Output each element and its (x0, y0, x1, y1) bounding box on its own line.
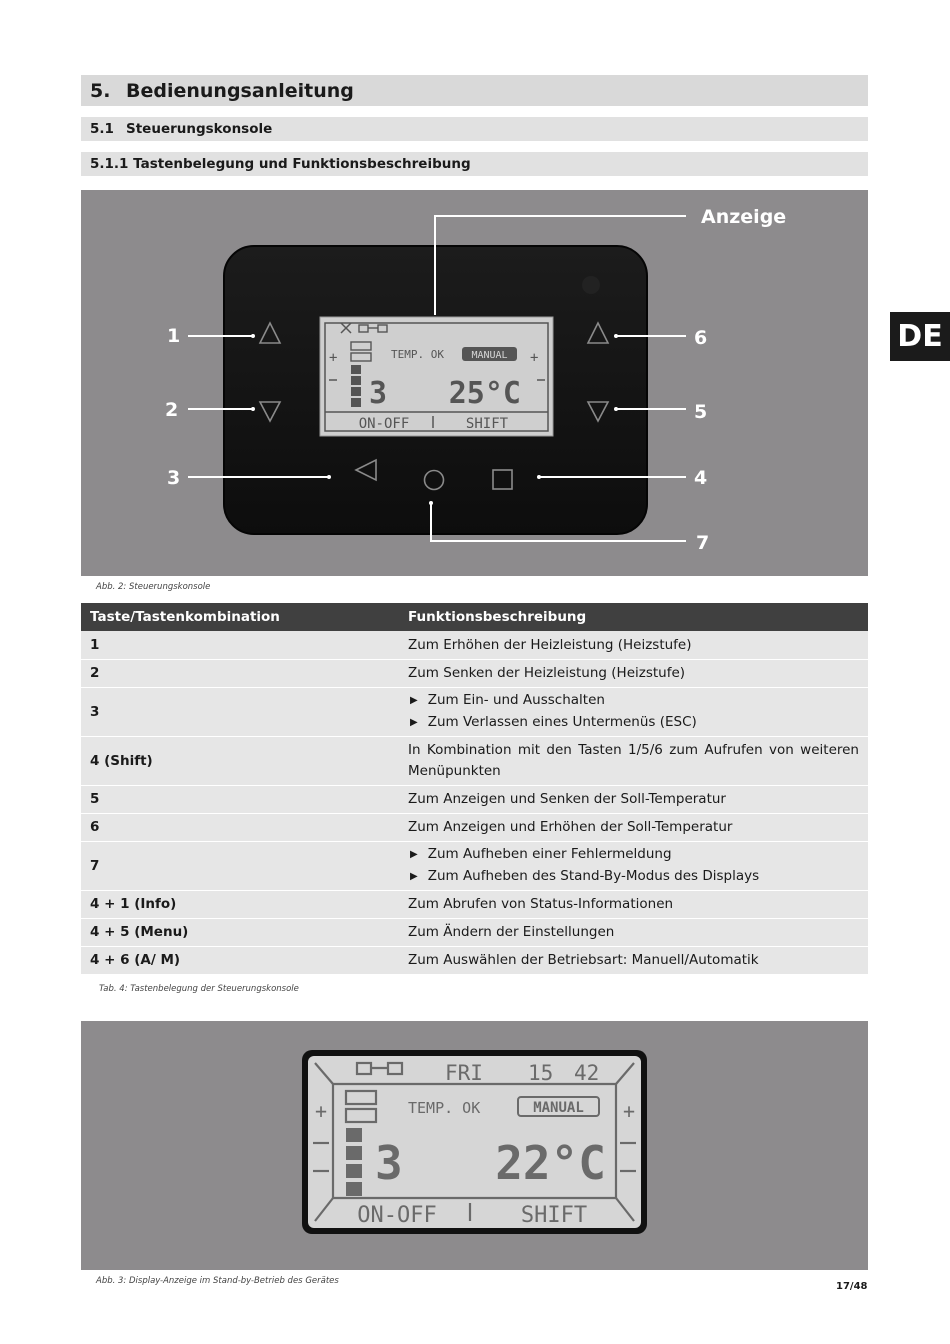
column-header-key: Taste/Tastenkombination (81, 603, 399, 631)
key-cell: 4 + 6 (A/ M) (81, 946, 399, 974)
key-cell: 5 (81, 785, 399, 814)
section-title: Bedienungsanleitung (126, 79, 354, 102)
lcd2-minute: 42 (574, 1061, 599, 1085)
lcd-screen (308, 1056, 641, 1228)
subsubsection-heading: 5.1.1 Tastenbelegung und Funktionsbeschr… (81, 152, 868, 176)
language-tab: DE (890, 312, 950, 361)
key-cell: 2 (81, 659, 399, 688)
lcd-level: 3 (369, 376, 387, 411)
function-cell: Zum Ändern der Einstellungen (399, 918, 868, 947)
table-row: 7 Zum Aufheben einer Fehlermeldung Zum A… (81, 841, 868, 891)
lcd2-plus-right: + (623, 1099, 635, 1123)
callout-7: 7 (696, 532, 709, 554)
page-number: 17/48 (836, 1281, 868, 1292)
bullet-item: Zum Aufheben einer Fehlermeldung (408, 844, 859, 866)
down-arrow-icon-key-2[interactable] (258, 401, 282, 423)
table-row: 3 Zum Ein- und Ausschalten Zum Verlassen… (81, 687, 868, 737)
circle-icon-key-7[interactable] (423, 469, 445, 491)
table-row: 5 Zum Anzeigen und Senken der Soll-Tempe… (81, 785, 868, 814)
lcd-temperature: 25°C (449, 376, 521, 411)
lcd2-mode: MANUAL (533, 1100, 584, 1116)
table-row: 2 Zum Senken der Heizleistung (Heizstufe… (81, 659, 868, 688)
lcd-plus-right: + (530, 350, 538, 366)
console-illustration: + + TEMP. OK MANUAL 3 25°C ON-OFF SHIFT (165, 206, 786, 554)
lcd2-right-key: SHIFT (521, 1203, 587, 1228)
function-cell: Zum Anzeigen und Erhöhen der Soll-Temper… (399, 813, 868, 842)
console-lcd: + + TEMP. OK MANUAL 3 25°C ON-OFF SHIFT (319, 316, 554, 437)
bullet-item: Zum Aufheben des Stand-By-Modus des Disp… (408, 866, 859, 888)
section-heading: 5. Bedienungsanleitung (81, 75, 868, 106)
table-row: 1 Zum Erhöhen der Heizleistung (Heizstuf… (81, 631, 868, 660)
bullet-item: Zum Ein- und Ausschalten (408, 690, 859, 712)
lcd-left-key: ON-OFF (359, 416, 410, 432)
function-text: In Kombination mit den Tasten 1/5/6 zum … (408, 741, 859, 779)
table-row: 4 + 6 (A/ M) Zum Auswählen der Betriebsa… (81, 946, 868, 974)
up-arrow-icon-key-6[interactable] (586, 321, 610, 344)
section-number: 5. (90, 79, 111, 102)
bullet-item: Zum Verlassen eines Untermenüs (ESC) (408, 712, 859, 734)
key-cell: 6 (81, 813, 399, 842)
table-row: 4 + 1 (Info) Zum Abrufen von Status-Info… (81, 890, 868, 919)
square-icon-key-4[interactable] (492, 469, 513, 490)
down-arrow-icon-key-5[interactable] (586, 401, 610, 423)
callout-1: 1 (167, 325, 180, 347)
lcd-mode: MANUAL (471, 350, 507, 361)
left-arrow-icon-key-3[interactable] (354, 458, 377, 482)
figure-standby-display: + + FRI 15 42 TEMP. OK MANUAL 3 22°C ON-… (81, 1021, 868, 1270)
lcd-right-key: SHIFT (466, 416, 509, 432)
lcd2-status: TEMP. OK (408, 1099, 480, 1117)
key-assignment-table: Taste/Tastenkombination Funktionsbeschre… (81, 603, 868, 974)
key-cell: 7 (81, 841, 399, 891)
figure1-caption: Abb. 2: Steuerungskonsole (96, 582, 211, 592)
callout-6: 6 (694, 327, 707, 349)
table-header-row: Taste/Tastenkombination Funktionsbeschre… (81, 603, 868, 631)
key-cell: 4 + 5 (Menu) (81, 918, 399, 947)
up-arrow-icon-key-1[interactable] (258, 321, 282, 344)
callout-2: 2 (165, 399, 178, 421)
lcd2-day: FRI (445, 1061, 483, 1085)
lcd2-plus-left: + (315, 1099, 327, 1123)
function-cell: Zum Abrufen von Status-Informationen (399, 890, 868, 919)
table-row: 4 (Shift) In Kombination mit den Tasten … (81, 736, 868, 786)
table-row: 4 + 5 (Menu) Zum Ändern der Einstellunge… (81, 918, 868, 947)
callout-4: 4 (694, 467, 707, 489)
function-cell: Zum Auswählen der Betriebsart: Manuell/A… (399, 946, 868, 974)
table-row: 6 Zum Anzeigen und Erhöhen der Soll-Temp… (81, 813, 868, 842)
subsection-heading: 5.1 Steuerungskonsole (81, 117, 868, 141)
table-caption: Tab. 4: Tastenbelegung der Steuerungskon… (99, 984, 299, 994)
function-cell: In Kombination mit den Tasten 1/5/6 zum … (399, 736, 868, 786)
subsection-title: Steuerungskonsole (126, 121, 273, 137)
column-header-function: Funktionsbeschreibung (399, 603, 868, 631)
key-cell: 4 (Shift) (81, 736, 399, 786)
lcd2-level: 3 (375, 1136, 403, 1190)
lcd2-left-key: ON-OFF (357, 1203, 436, 1228)
lcd2-hour: 15 (528, 1061, 553, 1085)
callout-5: 5 (694, 401, 707, 423)
standby-display-illustration: + + FRI 15 42 TEMP. OK MANUAL 3 22°C ON-… (302, 1050, 647, 1234)
function-cell: Zum Aufheben einer Fehlermeldung Zum Auf… (399, 841, 868, 891)
lcd2-temperature: 22°C (495, 1136, 606, 1190)
figure2-caption: Abb. 3: Display-Anzeige im Stand-by-Betr… (96, 1276, 339, 1286)
figure-control-console: + + TEMP. OK MANUAL 3 25°C ON-OFF SHIFT (81, 190, 868, 576)
callout-display: Anzeige (701, 206, 786, 228)
sensor-dot (582, 276, 600, 294)
key-cell: 4 + 1 (Info) (81, 890, 399, 919)
callout-3: 3 (167, 467, 180, 489)
function-cell: Zum Erhöhen der Heizleistung (Heizstufe) (399, 631, 868, 660)
lcd-status: TEMP. OK (391, 348, 444, 361)
subsubsection-title: 5.1.1 Tastenbelegung und Funktionsbeschr… (90, 156, 471, 172)
function-cell: Zum Senken der Heizleistung (Heizstufe) (399, 659, 868, 688)
key-cell: 1 (81, 631, 399, 660)
key-cell: 3 (81, 687, 399, 737)
function-cell: Zum Ein- und Ausschalten Zum Verlassen e… (399, 687, 868, 737)
function-cell: Zum Anzeigen und Senken der Soll-Tempera… (399, 785, 868, 814)
subsection-number: 5.1 (90, 121, 114, 137)
lcd-plus-left: + (329, 350, 337, 366)
